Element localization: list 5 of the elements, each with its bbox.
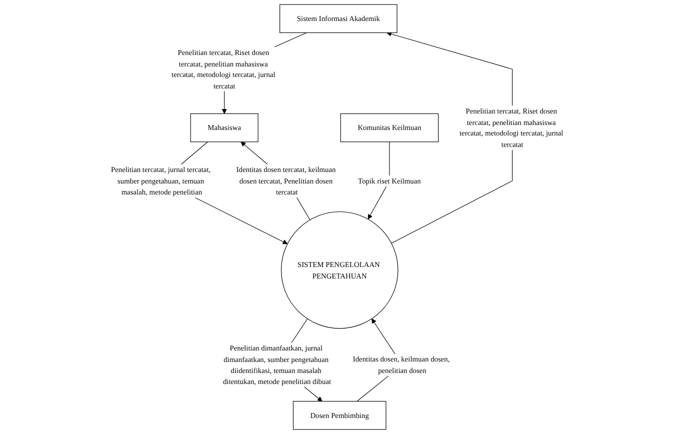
node-circle bbox=[280, 211, 398, 329]
node-box bbox=[340, 113, 439, 142]
node-box bbox=[280, 4, 398, 34]
node-box bbox=[292, 400, 386, 430]
node-box bbox=[190, 113, 258, 142]
